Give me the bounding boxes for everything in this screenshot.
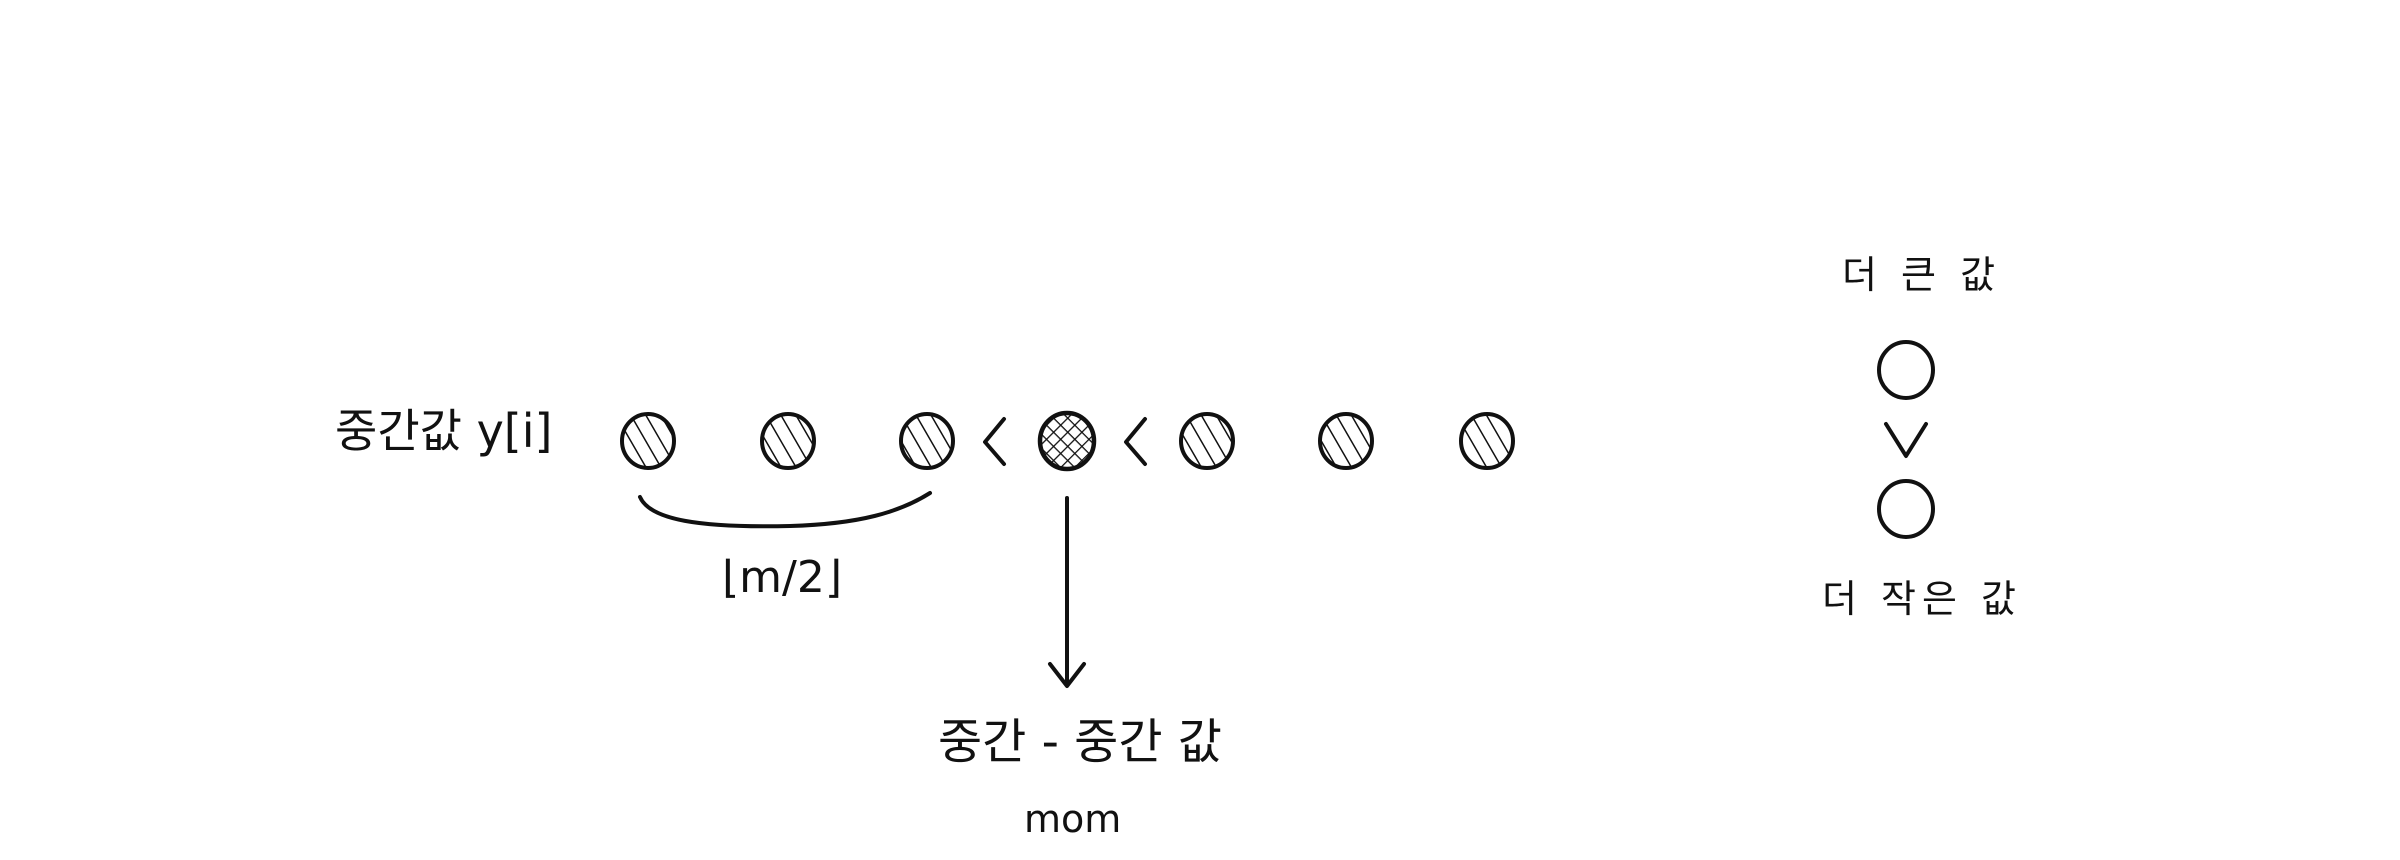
legend-bigger-circle bbox=[1877, 340, 1935, 400]
median-circle bbox=[1459, 412, 1515, 470]
median-of-medians-label: 중간 - 중간 값 bbox=[938, 714, 1222, 770]
floor-label: ⌊m/2⌋ bbox=[722, 552, 843, 603]
less-than-symbol bbox=[983, 417, 1006, 466]
median-circle bbox=[760, 412, 816, 470]
less-than-symbol bbox=[1124, 417, 1147, 466]
legend-smaller-circle bbox=[1877, 479, 1935, 539]
legend bbox=[1877, 340, 1935, 539]
smaller-value-label: 더 작은 값 bbox=[1822, 577, 2022, 621]
median-circle bbox=[899, 412, 955, 470]
mom-arrow-head bbox=[1048, 662, 1086, 688]
median-of-medians-circle bbox=[1037, 410, 1097, 472]
mom-label: mom bbox=[1024, 797, 1122, 841]
bigger-value-label: 더 큰 값 bbox=[1842, 253, 2002, 297]
median-circle bbox=[1179, 412, 1235, 470]
median-circle bbox=[1318, 412, 1374, 470]
median-row bbox=[620, 410, 1515, 472]
median-circle bbox=[620, 412, 676, 470]
floor-brace bbox=[638, 491, 932, 529]
legend-greater-than-symbol bbox=[1884, 422, 1928, 458]
median-label: 중간값 y[i] bbox=[335, 404, 553, 458]
